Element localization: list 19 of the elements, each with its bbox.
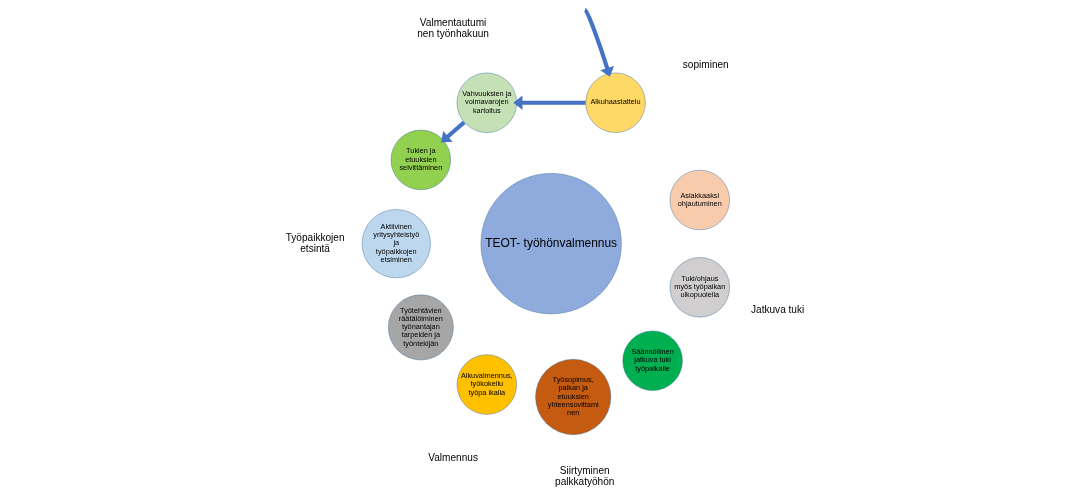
- label: sopiminen: [682, 58, 729, 70]
- node-circle: Säännöllinen jatkuva tuki työpaikalle: [622, 330, 683, 391]
- node-circle: TEOT- työhönvalmennus: [480, 173, 622, 315]
- node-circle: Alkuhaastattelu: [585, 72, 646, 133]
- node-circle: Asiakkaaksi ohjautuminen: [669, 169, 730, 231]
- arrow: [513, 95, 586, 110]
- label: Valmentautumi nen työnhakuun: [417, 17, 489, 40]
- arrow: [441, 120, 466, 143]
- node-circle: Vahvuuksien ja voimavarojen kartoitus: [456, 72, 517, 133]
- label: Jatkuva tuki: [751, 303, 805, 315]
- arrow: [583, 8, 615, 77]
- node-circle: Aktiivinen yritysyhteistyö ja työpaikkojen etsiminen: [361, 209, 431, 279]
- node-circle: Työsopimus, palkan ja etuuksien yhteensovittami nen: [535, 359, 612, 435]
- node-circle: Alkuvalmennus, työkokeilu työpa ikalla: [456, 354, 517, 415]
- label: Valmennus: [428, 451, 478, 463]
- node-circle: Tuki/ohjaus myös työpaikan ulkopuolella: [669, 257, 730, 318]
- node-circle: Työtehtävien räätälöiminen työnantajan tarpeiden ja työntekijän: [388, 294, 454, 361]
- label: Siirtyminen palkkatyöhön: [555, 465, 615, 488]
- label: Työpaikkojen etsintä: [285, 231, 345, 254]
